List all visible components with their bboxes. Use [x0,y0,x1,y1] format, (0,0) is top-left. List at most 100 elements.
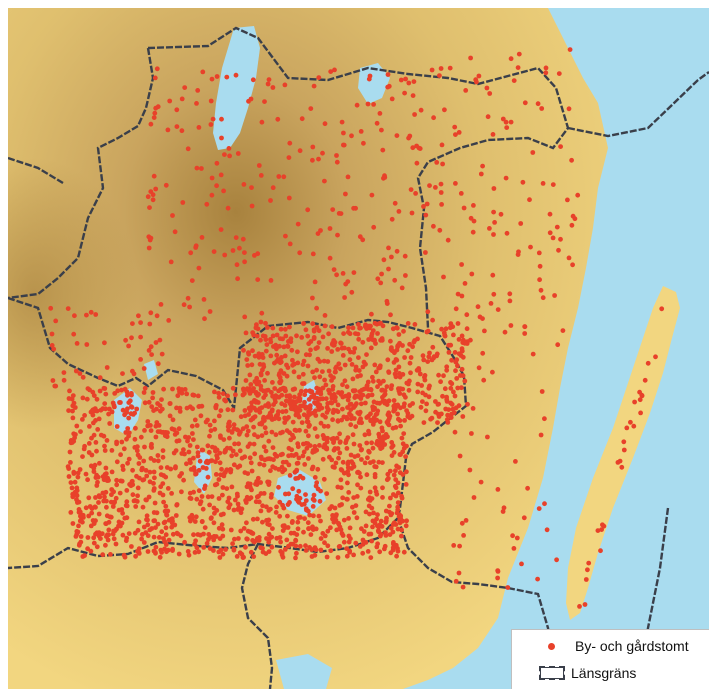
settlement-dot [349,289,355,295]
settlement-dot [192,468,197,473]
settlement-dot [196,467,202,473]
settlement-dot [291,369,297,375]
settlement-dot [395,490,401,496]
settlement-dot [482,328,487,334]
settlement-dot [97,388,103,394]
settlement-dot [295,221,301,227]
settlement-dot [265,81,271,87]
settlement-dot [423,250,428,255]
legend-item-county-border: Länsgräns [512,665,636,681]
settlement-dot [399,493,404,499]
settlement-dot [269,407,275,413]
settlement-dot [369,538,375,544]
settlement-dot [294,461,300,466]
settlement-dot [290,357,295,363]
settlement-dot [380,460,385,465]
settlement-dot [120,532,126,538]
settlement-dot [364,352,369,357]
settlement-dot [437,73,442,78]
settlement-dot [181,477,187,483]
settlement-dot [338,477,344,483]
settlement-dot [330,464,336,470]
settlement-dot [310,410,316,416]
settlement-dot [275,412,281,417]
settlement-dot [52,383,58,389]
settlement-dot [191,489,197,495]
settlement-dot [378,531,384,537]
settlement-dot [226,427,231,433]
settlement-dot [126,400,132,405]
settlement-dot [393,367,399,373]
settlement-dot [180,200,186,205]
settlement-dot [488,301,494,306]
settlement-dot [70,408,75,414]
settlement-dot [375,528,381,534]
settlement-dot [550,235,556,241]
settlement-dot [436,401,441,407]
settlement-dot [399,285,405,291]
settlement-dot [276,416,282,422]
settlement-dot [367,325,372,331]
settlement-dot [157,554,163,560]
settlement-dot [342,378,348,384]
settlement-dot [358,485,364,491]
settlement-dot [126,343,131,349]
settlement-dot [303,548,309,553]
settlement-dot [513,459,518,464]
settlement-dot [253,325,259,331]
settlement-dot [78,534,84,539]
settlement-dot [322,323,328,329]
settlement-dot [209,192,215,198]
settlement-dot [484,85,490,91]
settlement-dot [310,369,316,375]
settlement-dot [281,344,287,350]
settlement-dot [367,511,372,517]
settlement-dot [366,393,371,398]
settlement-dot [384,477,390,483]
settlement-dot [439,142,445,148]
settlement-dot [163,542,169,547]
settlement-dot [288,406,294,412]
settlement-dot [208,428,214,434]
settlement-dot [320,385,326,391]
settlement-dot [191,437,196,442]
settlement-dot [125,426,131,431]
settlement-dot [263,348,269,354]
settlement-dot [276,372,282,378]
settlement-dot [155,453,161,458]
settlement-dot [274,352,280,358]
settlement-dot [387,413,393,419]
settlement-dot [49,343,55,348]
settlement-dot [263,320,268,326]
settlement-dot [155,429,161,434]
settlement-dot [547,230,553,236]
settlement-dot [459,366,465,372]
settlement-dot [480,350,486,356]
settlement-dot [225,205,231,211]
settlement-dot [334,527,340,533]
settlement-dot [508,56,514,62]
settlement-dot [209,76,215,82]
settlement-dot [138,320,144,325]
settlement-dot [70,415,76,421]
settlement-dot [354,102,360,108]
settlement-dot [158,547,164,553]
settlement-dot [93,312,99,317]
settlement-dot [209,175,215,181]
settlement-dot [491,186,497,191]
settlement-dot [268,468,273,474]
settlement-dot [72,405,78,410]
settlement-dot [106,532,111,538]
settlement-dot [198,413,204,419]
settlement-dot [490,132,496,137]
settlement-dot [146,348,152,353]
settlement-dot [236,536,241,541]
settlement-dot [303,352,309,358]
settlement-dot [270,325,276,331]
settlement-dot [397,452,403,457]
settlement-dot [144,473,150,479]
settlement-dot [446,342,452,348]
settlement-dot [176,438,182,444]
settlement-dot [225,407,231,413]
settlement-dot [320,531,326,536]
